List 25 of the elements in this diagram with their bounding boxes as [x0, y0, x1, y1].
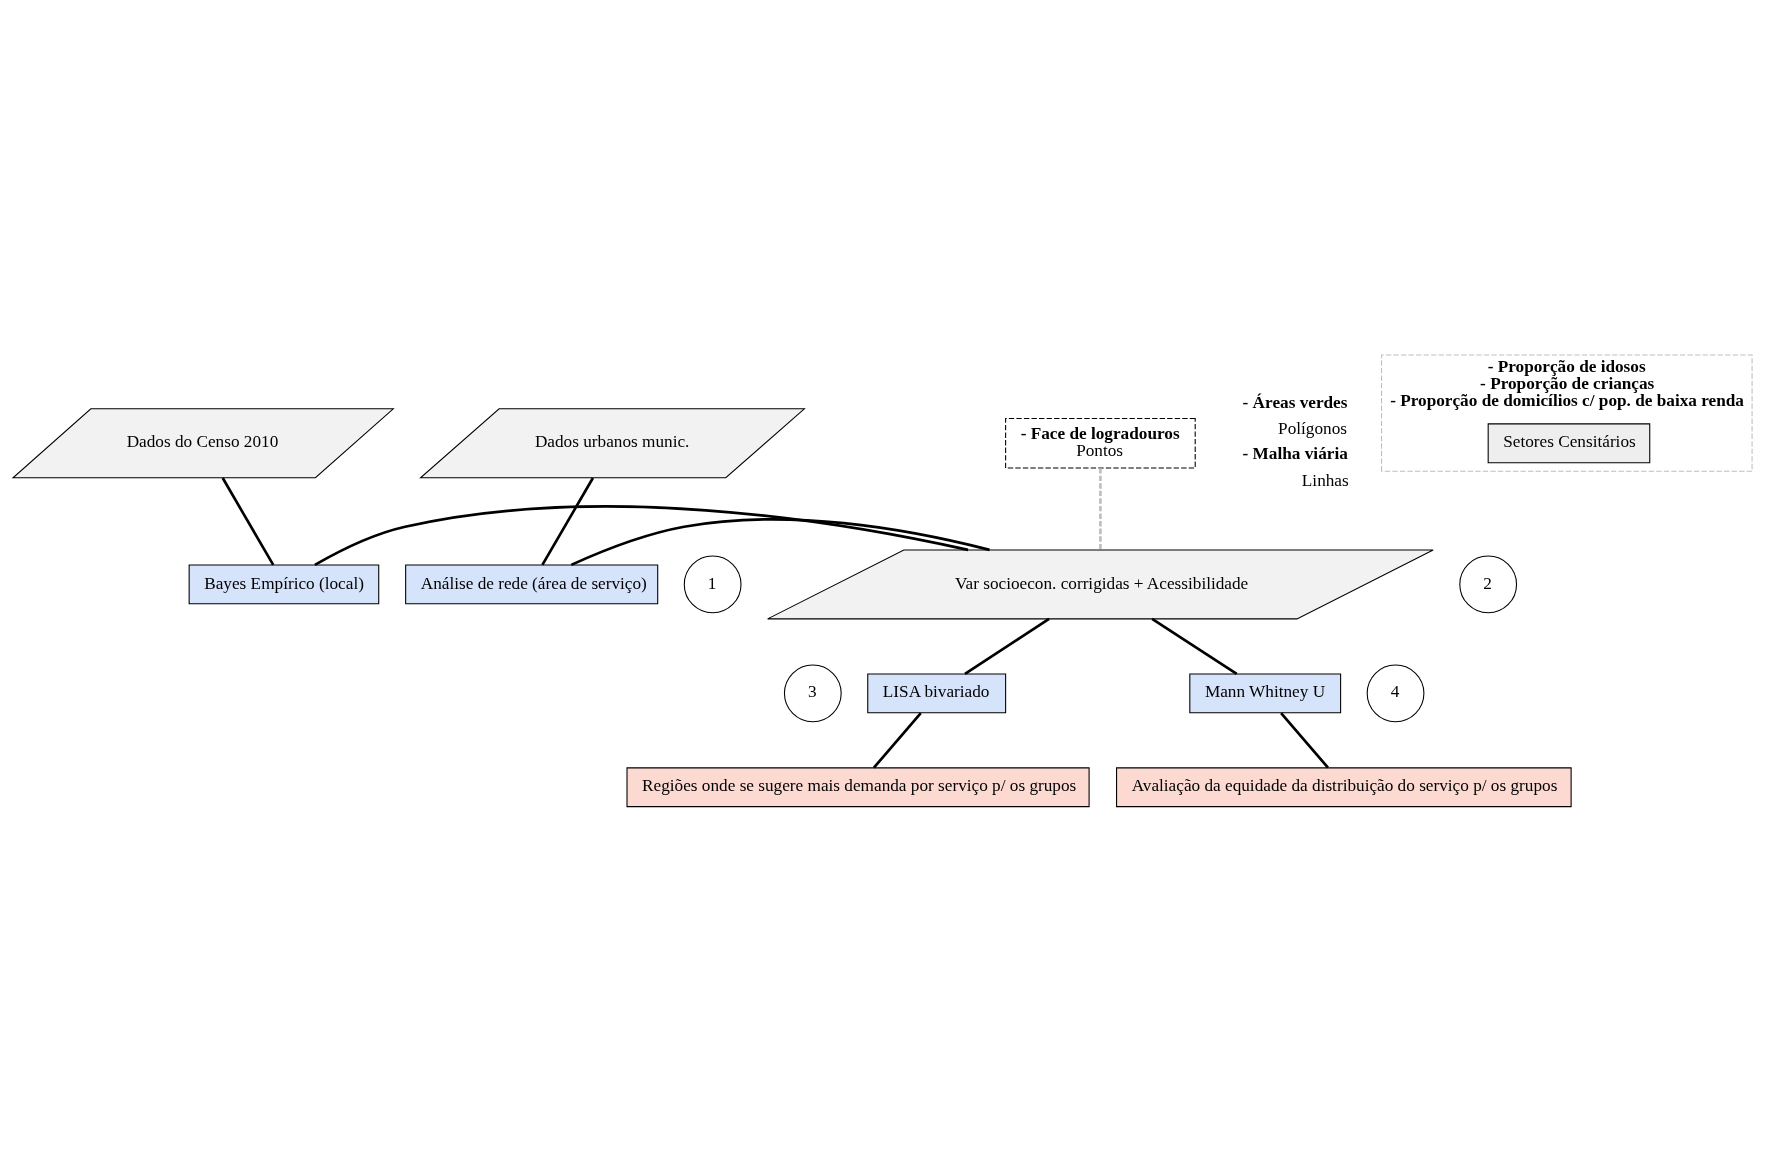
node-box: - Face de logradouros Pontos: [1004, 417, 1196, 469]
connector: [963, 617, 1050, 675]
connector: [1150, 617, 1237, 675]
node-box: Análise de rede (área de serviço): [404, 563, 658, 604]
node-box: Regiões onde se sugere mais demanda por serviço p/ os grupos: [625, 766, 1090, 807]
connector: [872, 711, 922, 768]
label: Polígonos: [1277, 418, 1347, 438]
connector: [540, 476, 594, 566]
connector: [1279, 711, 1329, 768]
node-circle: 2: [1458, 555, 1517, 613]
node-circle: 1: [683, 555, 742, 613]
node-box: Mann Whitney U: [1188, 672, 1341, 713]
node-circle: 4: [1366, 663, 1424, 722]
node-box: Bayes Empírico (local): [188, 563, 379, 604]
node-circle: 3: [783, 663, 842, 722]
node-box: Setores Censitários: [1487, 422, 1650, 463]
label: Linhas: [1301, 470, 1349, 490]
connector: [1098, 467, 1102, 550]
label: - Malha viária: [1242, 443, 1348, 463]
node-box: LISA bivariado: [866, 672, 1006, 713]
label: - Áreas verdes: [1242, 392, 1347, 412]
connector: [221, 476, 274, 566]
node-box: Avaliação da equidade da distribuição do serviço p/ os grupos: [1115, 766, 1572, 807]
connector: [570, 517, 990, 566]
connector: [313, 504, 968, 566]
